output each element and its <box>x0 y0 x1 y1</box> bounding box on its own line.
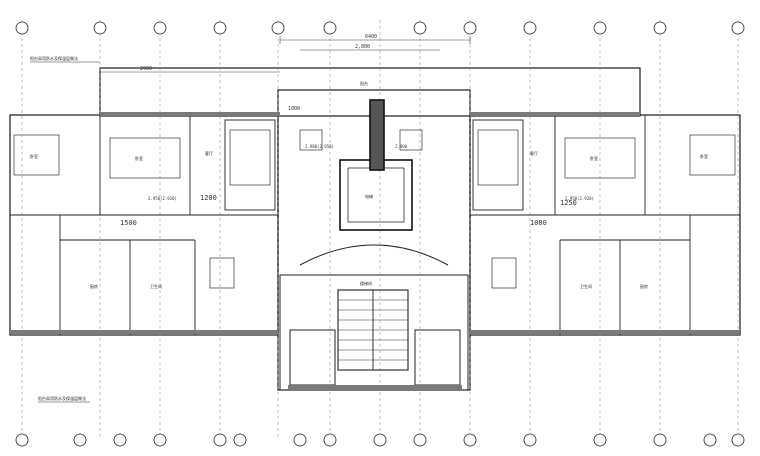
dim-top-span: 2,800 <box>355 44 370 50</box>
level-tag-d: 2.950(2.920) <box>565 196 594 201</box>
level-tags: 2.950(2.920) 2.980(2.950) 2.900 2.950(2.… <box>148 144 594 201</box>
dim-height-a: 1200 <box>200 194 217 202</box>
room-label-kitchen-right: 厨房 <box>640 283 648 289</box>
axis-bubbles-top <box>15 21 745 35</box>
dim-overall-width: 6400 <box>365 34 377 40</box>
dim-height-d: 1250 <box>560 199 577 207</box>
dim-left-span: 2900 <box>140 66 152 72</box>
level-tag-c: 2.900 <box>395 144 408 149</box>
level-tag-a: 2.950(2.920) <box>148 196 177 201</box>
room-label-living-left: 客厅 <box>205 150 213 156</box>
dim-height-b: 1500 <box>120 219 137 227</box>
left-unit-partitions <box>10 115 278 335</box>
room-label-bedroom-mid: 卧室 <box>135 155 143 161</box>
left-unit-outline <box>9 114 279 336</box>
notes: 阳台采用防水及保温层做法 阳台采用防水及保温层做法 <box>30 55 100 403</box>
dim-height-c: 1000 <box>530 219 547 227</box>
furniture-beds <box>13 129 736 186</box>
furniture-tables <box>209 129 517 289</box>
room-label-bedroom-right: 卧室 <box>590 155 598 161</box>
right-unit-outline <box>469 114 741 336</box>
room-label-bath-right: 卫生间 <box>580 283 592 289</box>
room-label-stair: 楼梯间 <box>360 280 372 286</box>
dimension-texts: 6400 2,800 2900 1000 1200 1500 1000 1250 <box>120 34 577 227</box>
elevator-core <box>339 99 413 231</box>
room-label-bath-left: 卫生间 <box>150 283 162 289</box>
core-lobby <box>279 244 469 391</box>
level-tag-b: 2.980(2.950) <box>305 144 334 149</box>
room-label-elevator: 电梯 <box>365 193 373 199</box>
axis-bubbles-bottom <box>15 433 745 447</box>
room-label-kitchen-left: 厨房 <box>90 283 98 289</box>
room-labels: 卧室 卧室 客厅 电梯 厨房 卫生间 楼梯间 卧室 卧室 客厅 厨房 卫生间 阳… <box>30 80 708 289</box>
stair <box>337 289 409 371</box>
room-label-living-right: 客厅 <box>530 150 538 156</box>
note-top-left: 阳台采用防水及保温层做法 <box>30 55 78 61</box>
room-label-bedroom-left: 卧室 <box>30 153 38 159</box>
dim-door-width: 1000 <box>288 106 300 112</box>
room-label-bedroom-far-right: 卧室 <box>700 153 708 159</box>
room-label-balcony: 阳台 <box>360 80 368 86</box>
right-unit-partitions <box>470 115 740 335</box>
dimension-lines-top <box>100 36 471 73</box>
wall-hatch <box>10 112 740 389</box>
note-bottom-left: 阳台采用防水及保温层做法 <box>38 395 86 401</box>
